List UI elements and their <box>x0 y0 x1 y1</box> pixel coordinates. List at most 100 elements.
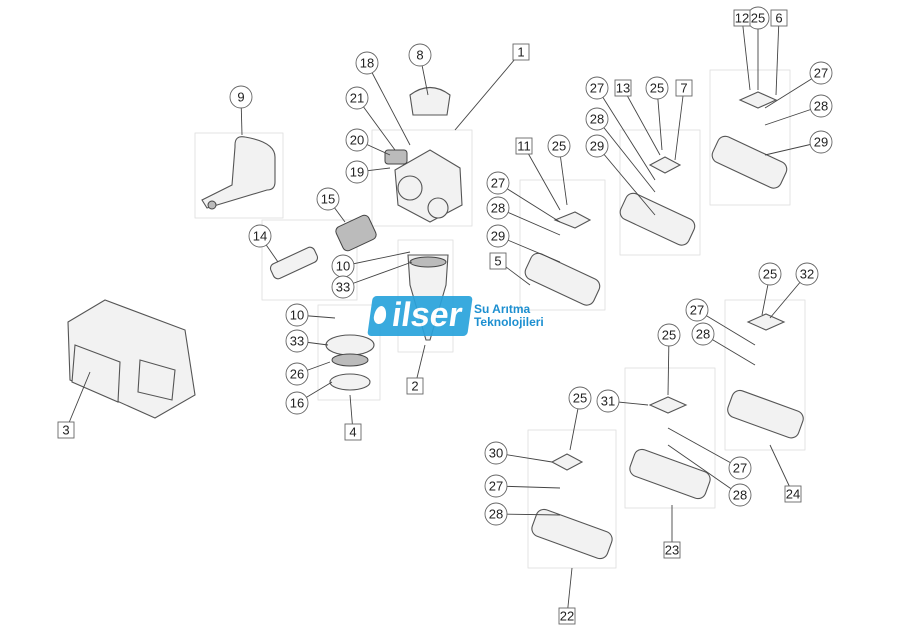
part-callout-25: 25 <box>657 323 681 347</box>
part-callout-20: 20 <box>345 128 369 152</box>
logo-tagline-2: Teknolojileri <box>473 315 544 329</box>
part-callout-27: 27 <box>585 76 609 100</box>
callout-number: 27 <box>489 479 503 494</box>
part-callout-10: 10 <box>285 303 309 327</box>
callout-number: 8 <box>416 48 423 63</box>
part-4 <box>325 334 375 391</box>
callout-number: 19 <box>350 165 364 180</box>
leader-line <box>775 17 780 96</box>
assembly-callout-4: 4 <box>344 423 362 441</box>
part-callout-21: 21 <box>345 86 369 110</box>
part-callout-29: 29 <box>486 224 510 248</box>
leader-line <box>342 261 413 288</box>
callout-number: 2 <box>411 379 418 394</box>
callout-number: 33 <box>290 334 304 349</box>
assembly-callout-24: 24 <box>784 485 802 503</box>
assembly-callout-23: 23 <box>663 541 681 559</box>
callout-number: 11 <box>517 139 531 154</box>
callout-number: 25 <box>763 267 777 282</box>
callout-number: 1 <box>517 45 524 60</box>
callout-number: 25 <box>573 391 587 406</box>
callout-number: 28 <box>814 99 828 114</box>
part-callout-33: 33 <box>331 275 355 299</box>
part-callout-14: 14 <box>248 224 272 248</box>
callout-number: 25 <box>650 81 664 96</box>
part-callout-19: 19 <box>345 160 369 184</box>
part-callout-27: 27 <box>728 456 752 480</box>
callout-number: 24 <box>786 487 800 502</box>
assembly-callout-11: 11 <box>515 137 533 155</box>
callout-number: 25 <box>662 328 676 343</box>
callout-number: 16 <box>290 396 304 411</box>
part-callout-25: 25 <box>758 262 782 286</box>
part-callout-28: 28 <box>728 483 752 507</box>
valve-body-part <box>384 149 463 223</box>
part-callout-27: 27 <box>484 474 508 498</box>
callout-number: 10 <box>290 308 304 323</box>
callout-number: 13 <box>616 81 630 96</box>
part-callout-18: 18 <box>355 51 379 75</box>
callout-number: 4 <box>349 425 356 440</box>
assembly-callout-2: 2 <box>406 377 424 395</box>
callout-number: 10 <box>336 259 350 274</box>
part-callout-27: 27 <box>809 61 833 85</box>
leader-line <box>523 145 561 211</box>
piston-stack-part <box>335 214 377 252</box>
part-callout-29: 29 <box>809 130 833 154</box>
part-8 <box>409 86 451 116</box>
valve-22 <box>531 453 613 560</box>
callout-number: 28 <box>489 507 503 522</box>
callout-number: 28 <box>696 327 710 342</box>
callouts: 9188212019151410331033261625272829252728… <box>57 6 833 625</box>
valve-23 <box>629 396 711 500</box>
part-callout-25: 25 <box>568 386 592 410</box>
callout-number: 6 <box>775 11 782 26</box>
part-callout-33: 33 <box>285 329 309 353</box>
part-callout-28: 28 <box>585 107 609 131</box>
bypass-part <box>201 136 276 210</box>
assembly-callout-22: 22 <box>558 607 576 625</box>
callout-number: 22 <box>560 609 574 624</box>
logo-tagline-1: Su Arıtma <box>473 302 531 316</box>
callout-number: 33 <box>336 280 350 295</box>
leader-line <box>596 118 656 193</box>
callout-number: 25 <box>751 11 765 26</box>
part-callout-28: 28 <box>484 502 508 526</box>
leader-line <box>65 371 91 431</box>
callout-number: 29 <box>491 229 505 244</box>
part-callout-25: 25 <box>547 134 571 158</box>
callout-number: 21 <box>350 91 364 106</box>
part-callout-16: 16 <box>285 391 309 415</box>
part-callout-27: 27 <box>486 171 510 195</box>
leader-line <box>454 51 522 131</box>
callout-number: 28 <box>590 112 604 127</box>
part-callout-8: 8 <box>408 43 432 67</box>
callout-number: 27 <box>814 66 828 81</box>
cover-part <box>67 299 196 419</box>
piston-part <box>269 246 319 280</box>
assembly-callout-12: 12 <box>733 9 751 27</box>
part-callout-32: 32 <box>795 262 819 286</box>
part-callout-26: 26 <box>285 362 309 386</box>
leader-line <box>596 87 656 181</box>
callout-number: 29 <box>814 135 828 150</box>
callout-number: 26 <box>290 367 304 382</box>
part-callout-25: 25 <box>645 76 669 100</box>
part-callout-15: 15 <box>316 187 340 211</box>
callout-number: 15 <box>321 192 335 207</box>
part-callout-28: 28 <box>691 322 715 346</box>
assembly-callout-1: 1 <box>512 43 530 61</box>
callout-number: 3 <box>62 423 69 438</box>
part-callout-28: 28 <box>809 94 833 118</box>
callout-number: 9 <box>237 90 244 105</box>
water-drop-icon <box>372 306 388 324</box>
assembly-callout-5: 5 <box>489 252 507 270</box>
leader-line <box>622 87 661 156</box>
part-callout-9: 9 <box>229 85 253 109</box>
callout-number: 12 <box>735 11 749 26</box>
leader-line <box>366 62 411 146</box>
callout-number: 28 <box>491 201 505 216</box>
callout-number: 27 <box>733 461 747 476</box>
